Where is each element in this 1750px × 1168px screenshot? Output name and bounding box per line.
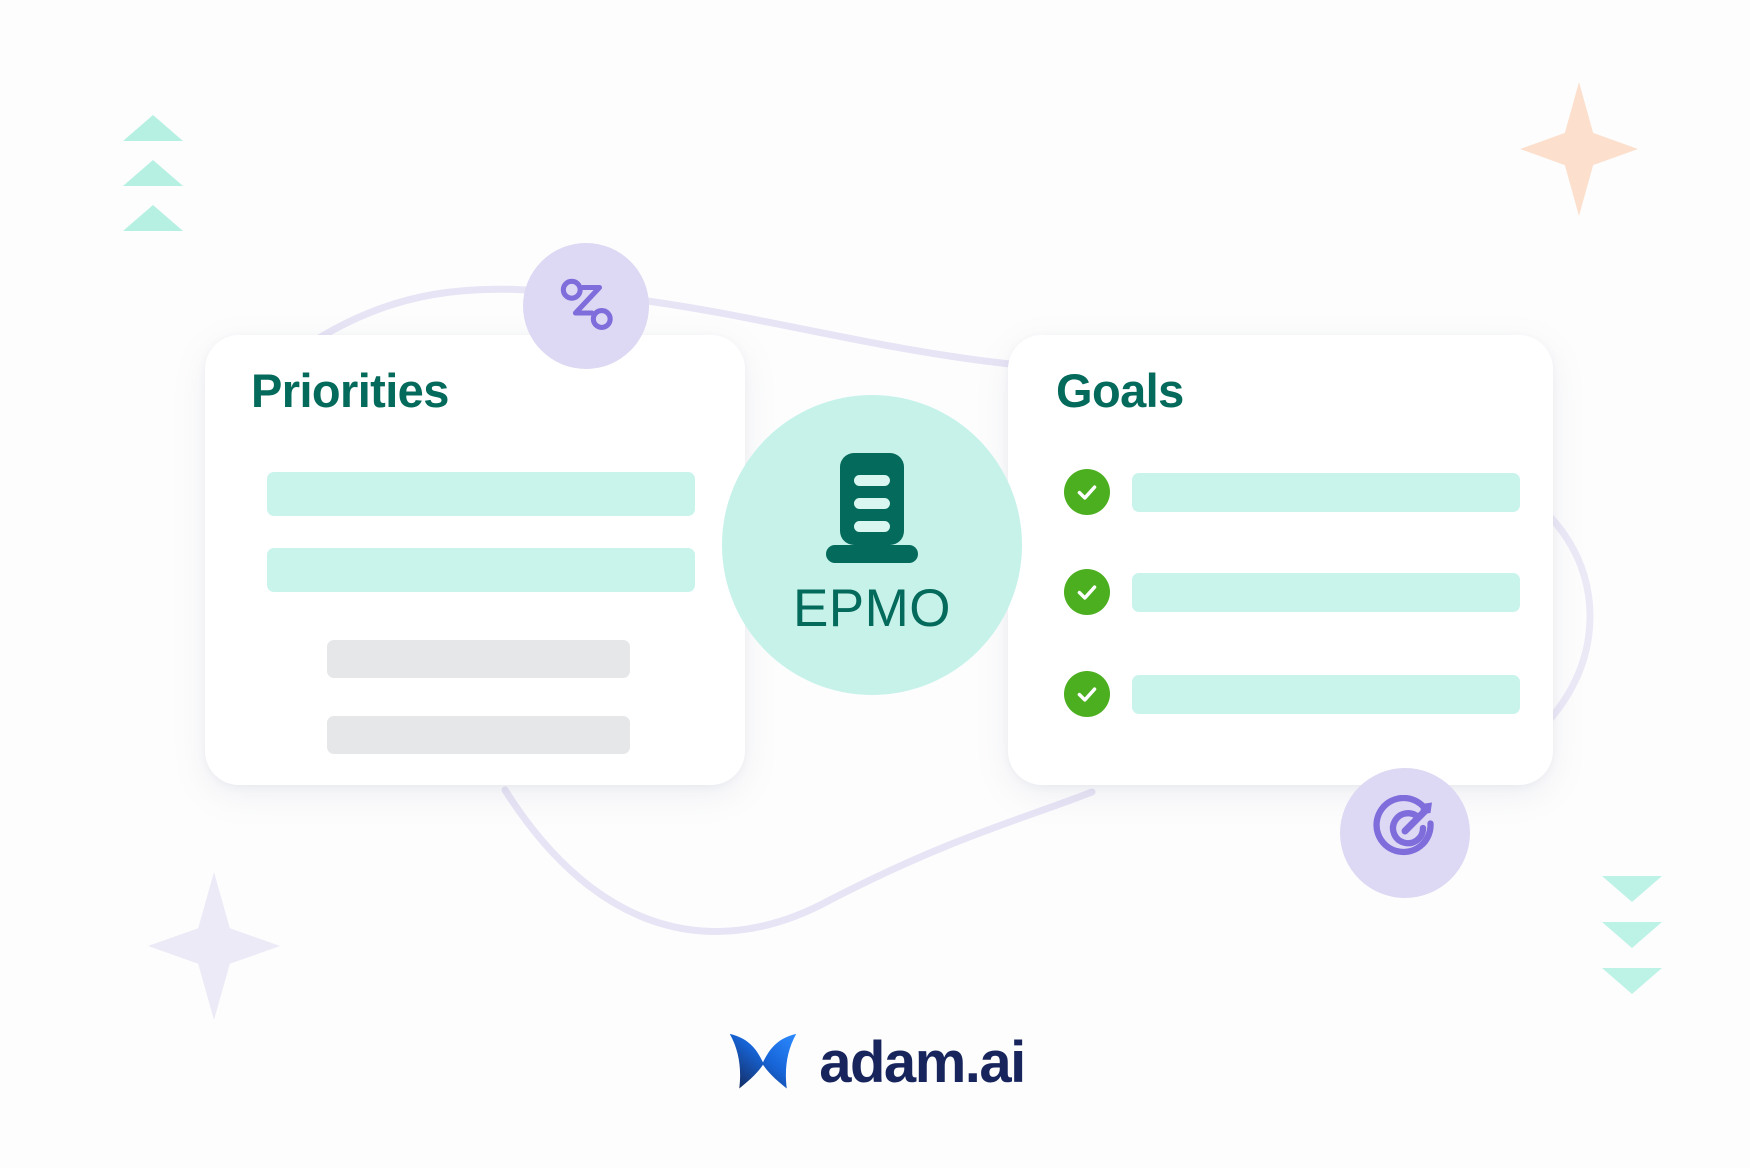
chevron-up-icon-2 bbox=[123, 160, 183, 186]
route-path-icon bbox=[553, 271, 619, 342]
priorities-card-title: Priorities bbox=[251, 364, 449, 417]
chevron-down-icon-3 bbox=[1602, 968, 1662, 994]
goals-card-title: Goals bbox=[1056, 364, 1184, 417]
check-circle-icon-3[interactable] bbox=[1064, 671, 1110, 717]
four-point-star-peach-icon bbox=[1520, 82, 1638, 216]
route-badge[interactable] bbox=[523, 243, 649, 369]
priorities-card[interactable]: Priorities bbox=[205, 335, 745, 785]
priorities-row-2[interactable] bbox=[267, 548, 695, 592]
goals-row-1[interactable] bbox=[1132, 473, 1520, 512]
brand-name: adam.ai bbox=[819, 1030, 1026, 1095]
chevron-down-icon-1 bbox=[1602, 876, 1662, 902]
priorities-row-3[interactable] bbox=[327, 640, 630, 678]
priorities-row-1[interactable] bbox=[267, 472, 695, 516]
goals-row-3[interactable] bbox=[1132, 675, 1520, 714]
brand-footer: adam.ai bbox=[0, 1022, 1750, 1103]
priorities-row-4[interactable] bbox=[327, 716, 630, 754]
target-arrow-icon bbox=[1369, 794, 1441, 872]
chevron-up-icon-1 bbox=[123, 115, 183, 141]
adam-ai-butterfly-logo bbox=[725, 1022, 801, 1103]
four-point-star-lilac-icon bbox=[148, 872, 280, 1020]
goals-row-2[interactable] bbox=[1132, 573, 1520, 612]
chevron-up-icon-3 bbox=[123, 205, 183, 231]
target-badge[interactable] bbox=[1340, 768, 1470, 898]
epmo-label: EPMO bbox=[792, 579, 952, 638]
epmo-hub[interactable]: EPMO bbox=[722, 395, 1022, 695]
check-circle-icon-1[interactable] bbox=[1064, 469, 1110, 515]
check-circle-icon-2[interactable] bbox=[1064, 569, 1110, 615]
goals-card[interactable]: Goals bbox=[1008, 335, 1553, 785]
office-building-icon bbox=[820, 451, 924, 572]
chevron-down-icon-2 bbox=[1602, 922, 1662, 948]
